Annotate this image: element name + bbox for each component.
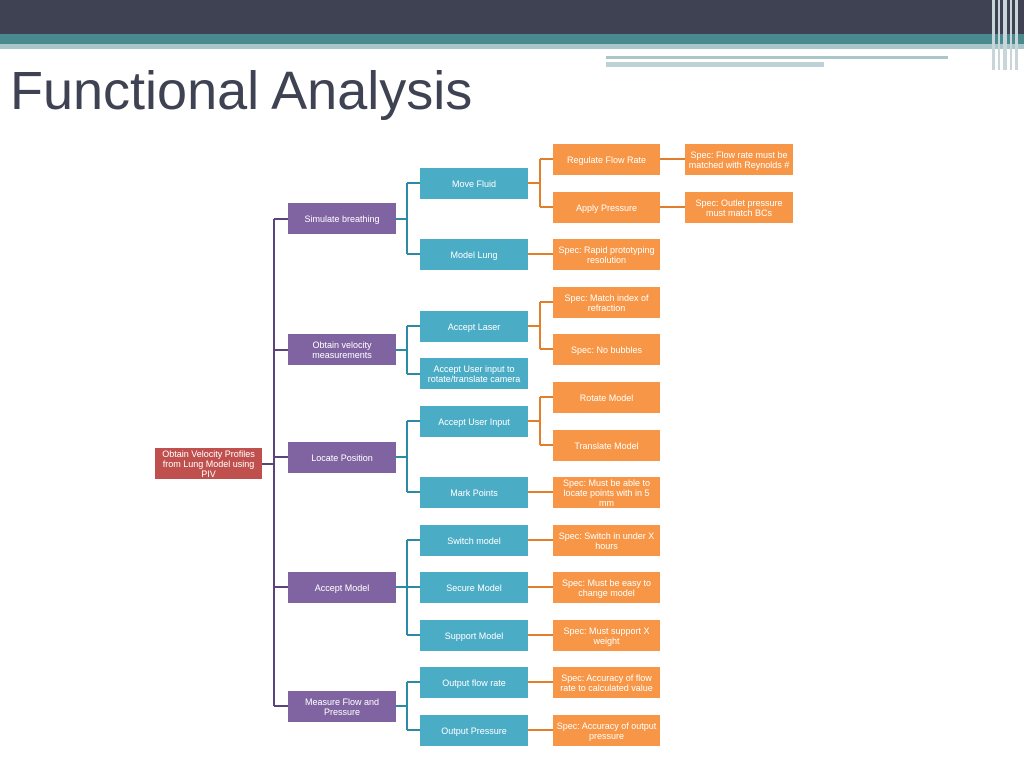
spec-regulate-flow-rate: Regulate Flow Rate — [553, 144, 660, 175]
header-light-band — [0, 44, 1024, 49]
sub-model-lung: Model Lung — [420, 239, 528, 270]
sub-secure-model: Secure Model — [420, 572, 528, 603]
sub-switch-model: Switch model — [420, 525, 528, 556]
sub-accept-laser: Accept Laser — [420, 311, 528, 342]
spec-rapid-prototyping: Spec: Rapid prototyping resolution — [553, 239, 660, 270]
header-bar — [0, 0, 1024, 34]
header-accent-band — [0, 34, 1024, 44]
function-measure-flow: Measure Flow and Pressure — [288, 691, 396, 722]
corner-stripes — [990, 0, 1024, 70]
spec-outlet-pressure: Spec: Outlet pressure must match BCs — [685, 192, 793, 223]
header-accent-line-2 — [606, 62, 824, 67]
function-obtain-velocity: Obtain velocity measurements — [288, 334, 396, 365]
sub-output-flow-rate: Output flow rate — [420, 667, 528, 698]
root-node: Obtain Velocity Profiles from Lung Model… — [155, 448, 262, 479]
header-accent-line — [606, 56, 948, 59]
spec-easy-change: Spec: Must be easy to change model — [553, 572, 660, 603]
spec-locate-points: Spec: Must be able to locate points with… — [553, 477, 660, 508]
function-locate-position: Locate Position — [288, 442, 396, 473]
spec-match-index: Spec: Match index of refraction — [553, 287, 660, 318]
function-simulate-breathing: Simulate breathing — [288, 203, 396, 234]
spec-rotate-model: Rotate Model — [553, 382, 660, 413]
sub-mark-points: Mark Points — [420, 477, 528, 508]
spec-no-bubbles: Spec: No bubbles — [553, 334, 660, 365]
sub-accept-user-input: Accept User Input — [420, 406, 528, 437]
spec-flow-accuracy: Spec: Accuracy of flow rate to calculate… — [553, 667, 660, 698]
spec-reynolds: Spec: Flow rate must be matched with Rey… — [685, 144, 793, 175]
sub-support-model: Support Model — [420, 620, 528, 651]
sub-move-fluid: Move Fluid — [420, 168, 528, 199]
sub-output-pressure: Output Pressure — [420, 715, 528, 746]
page-title: Functional Analysis — [10, 61, 473, 121]
spec-support-weight: Spec: Must support X weight — [553, 620, 660, 651]
spec-translate-model: Translate Model — [553, 430, 660, 461]
function-accept-model: Accept Model — [288, 572, 396, 603]
spec-switch-hours: Spec: Switch in under X hours — [553, 525, 660, 556]
spec-pressure-accuracy: Spec: Accuracy of output pressure — [553, 715, 660, 746]
sub-accept-user-input-camera: Accept User input to rotate/translate ca… — [420, 358, 528, 389]
spec-apply-pressure: Apply Pressure — [553, 192, 660, 223]
